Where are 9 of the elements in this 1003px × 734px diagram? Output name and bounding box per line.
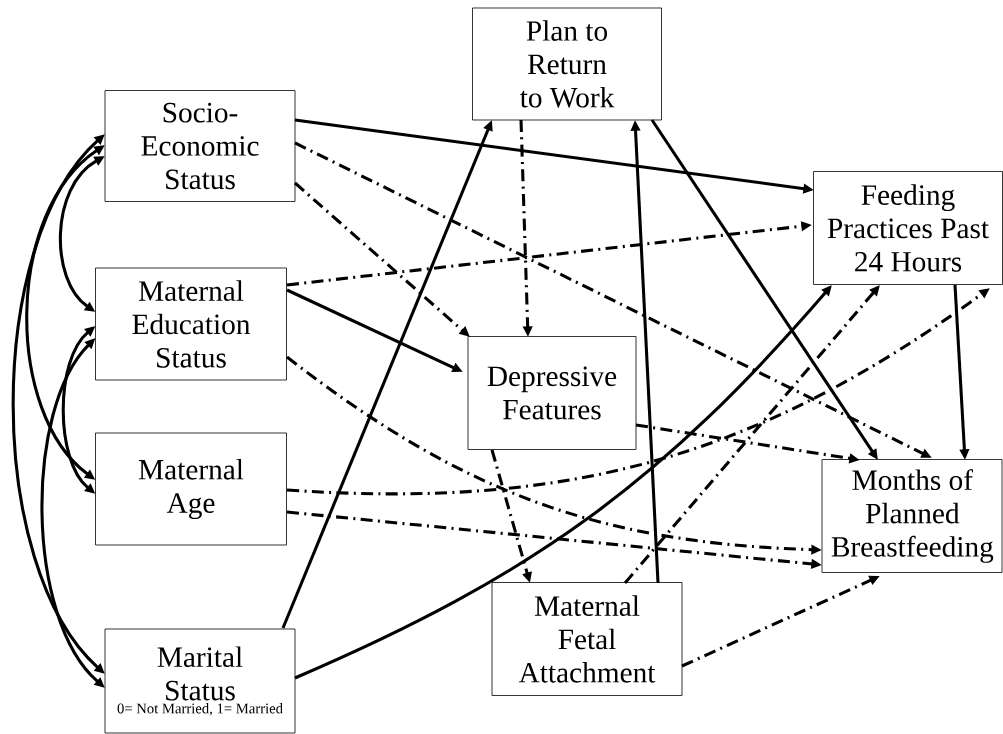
variable-box: Marital Status 0= Not Married, 1= Married bbox=[104, 628, 296, 734]
variable-box: Maternal Fetal Attachment bbox=[491, 582, 683, 696]
variable-box: Maternal Education Status bbox=[95, 267, 287, 381]
variable-box: Plan to Return to Work bbox=[472, 7, 662, 121]
variable-box: Depressive Features bbox=[467, 336, 637, 450]
variable-box: Socio-Economic Status bbox=[104, 90, 296, 202]
variable-box: Maternal Age bbox=[95, 432, 287, 546]
variable-box: Months of Planned Breastfeeding bbox=[821, 459, 1003, 573]
variable-box: Feeding Practices Past 24 Hours bbox=[813, 171, 1003, 285]
